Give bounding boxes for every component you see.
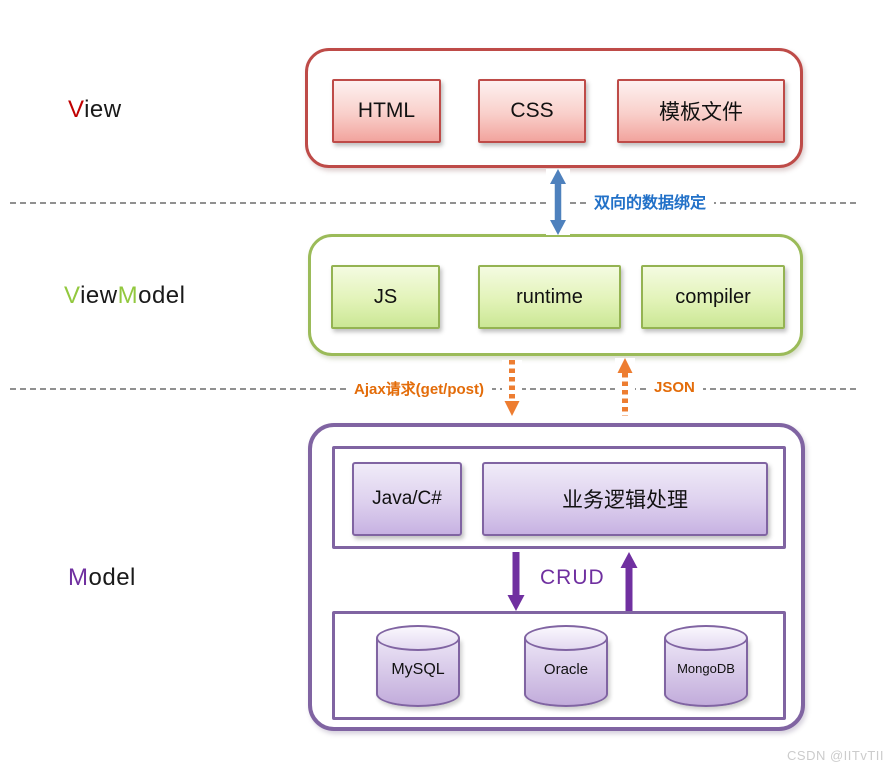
model-label-accent: M bbox=[68, 564, 89, 591]
java-csharp-box: Java/C# bbox=[352, 462, 462, 536]
model-container: Java/C# 业务逻辑处理 CRUD MySQL Oracle bbox=[308, 423, 805, 731]
crud-label: CRUD bbox=[540, 566, 605, 589]
viewmodel-section-label: ViewModel bbox=[64, 282, 185, 310]
view-section-label: View bbox=[68, 96, 122, 124]
oracle-label: Oracle bbox=[543, 661, 589, 678]
oracle-cylinder-icon: Oracle bbox=[524, 625, 608, 707]
business-logic-box: 业务逻辑处理 bbox=[482, 462, 768, 536]
viewmodel-label-iew: iew bbox=[80, 282, 118, 309]
template-file-box-label: 模板文件 bbox=[659, 101, 743, 124]
mongodb-label: MongoDB bbox=[677, 661, 735, 676]
json-response-arrow-icon bbox=[615, 358, 635, 416]
mysql-cylinder-icon: MySQL bbox=[376, 625, 460, 707]
json-response-label: JSON bbox=[646, 379, 703, 396]
compiler-box-label: compiler bbox=[675, 285, 751, 308]
mysql-label: MySQL bbox=[391, 661, 445, 678]
separator-view-viewmodel bbox=[10, 202, 856, 204]
business-logic-box-label: 业务逻辑处理 bbox=[562, 489, 688, 512]
java-csharp-box-label: Java/C# bbox=[372, 488, 442, 509]
crud-read-arrow-icon bbox=[620, 552, 638, 611]
js-box: JS bbox=[331, 265, 440, 329]
runtime-box-label: runtime bbox=[516, 285, 583, 308]
viewmodel-label-odel: odel bbox=[138, 282, 186, 309]
oracle-cylinder-top bbox=[524, 625, 608, 651]
csdn-watermark: CSDN @IITvTII bbox=[787, 748, 884, 763]
css-box: CSS bbox=[478, 79, 586, 143]
css-box-label: CSS bbox=[510, 99, 554, 122]
view-container: HTML CSS 模板文件 bbox=[305, 48, 803, 168]
viewmodel-label-v: V bbox=[64, 282, 81, 309]
compiler-box: compiler bbox=[641, 265, 785, 329]
view-label-rest: iew bbox=[84, 96, 122, 123]
ajax-request-label: Ajax请求(get/post) bbox=[346, 378, 493, 399]
mysql-cylinder-top bbox=[376, 625, 460, 651]
runtime-box: runtime bbox=[478, 265, 621, 329]
databases-frame: MySQL Oracle MongoDB bbox=[332, 611, 786, 720]
js-box-label: JS bbox=[373, 285, 398, 308]
model-label-rest: odel bbox=[88, 564, 136, 591]
mongodb-cylinder-top bbox=[664, 625, 748, 651]
two-way-binding-label: 双向的数据绑定 bbox=[586, 189, 715, 213]
mongodb-cylinder-icon: MongoDB bbox=[664, 625, 748, 707]
model-section-label: Model bbox=[68, 564, 136, 592]
ajax-request-arrow-icon bbox=[502, 360, 522, 416]
viewmodel-label-m: M bbox=[117, 282, 139, 309]
html-box: HTML bbox=[332, 79, 441, 143]
viewmodel-container: JS runtime compiler bbox=[308, 234, 803, 356]
view-label-accent: V bbox=[68, 96, 85, 123]
html-box-label: HTML bbox=[357, 99, 416, 122]
business-logic-frame: Java/C# 业务逻辑处理 bbox=[332, 446, 786, 549]
template-file-box: 模板文件 bbox=[617, 79, 785, 143]
two-way-binding-arrow-icon bbox=[546, 169, 570, 235]
crud-write-arrow-icon bbox=[507, 552, 525, 611]
